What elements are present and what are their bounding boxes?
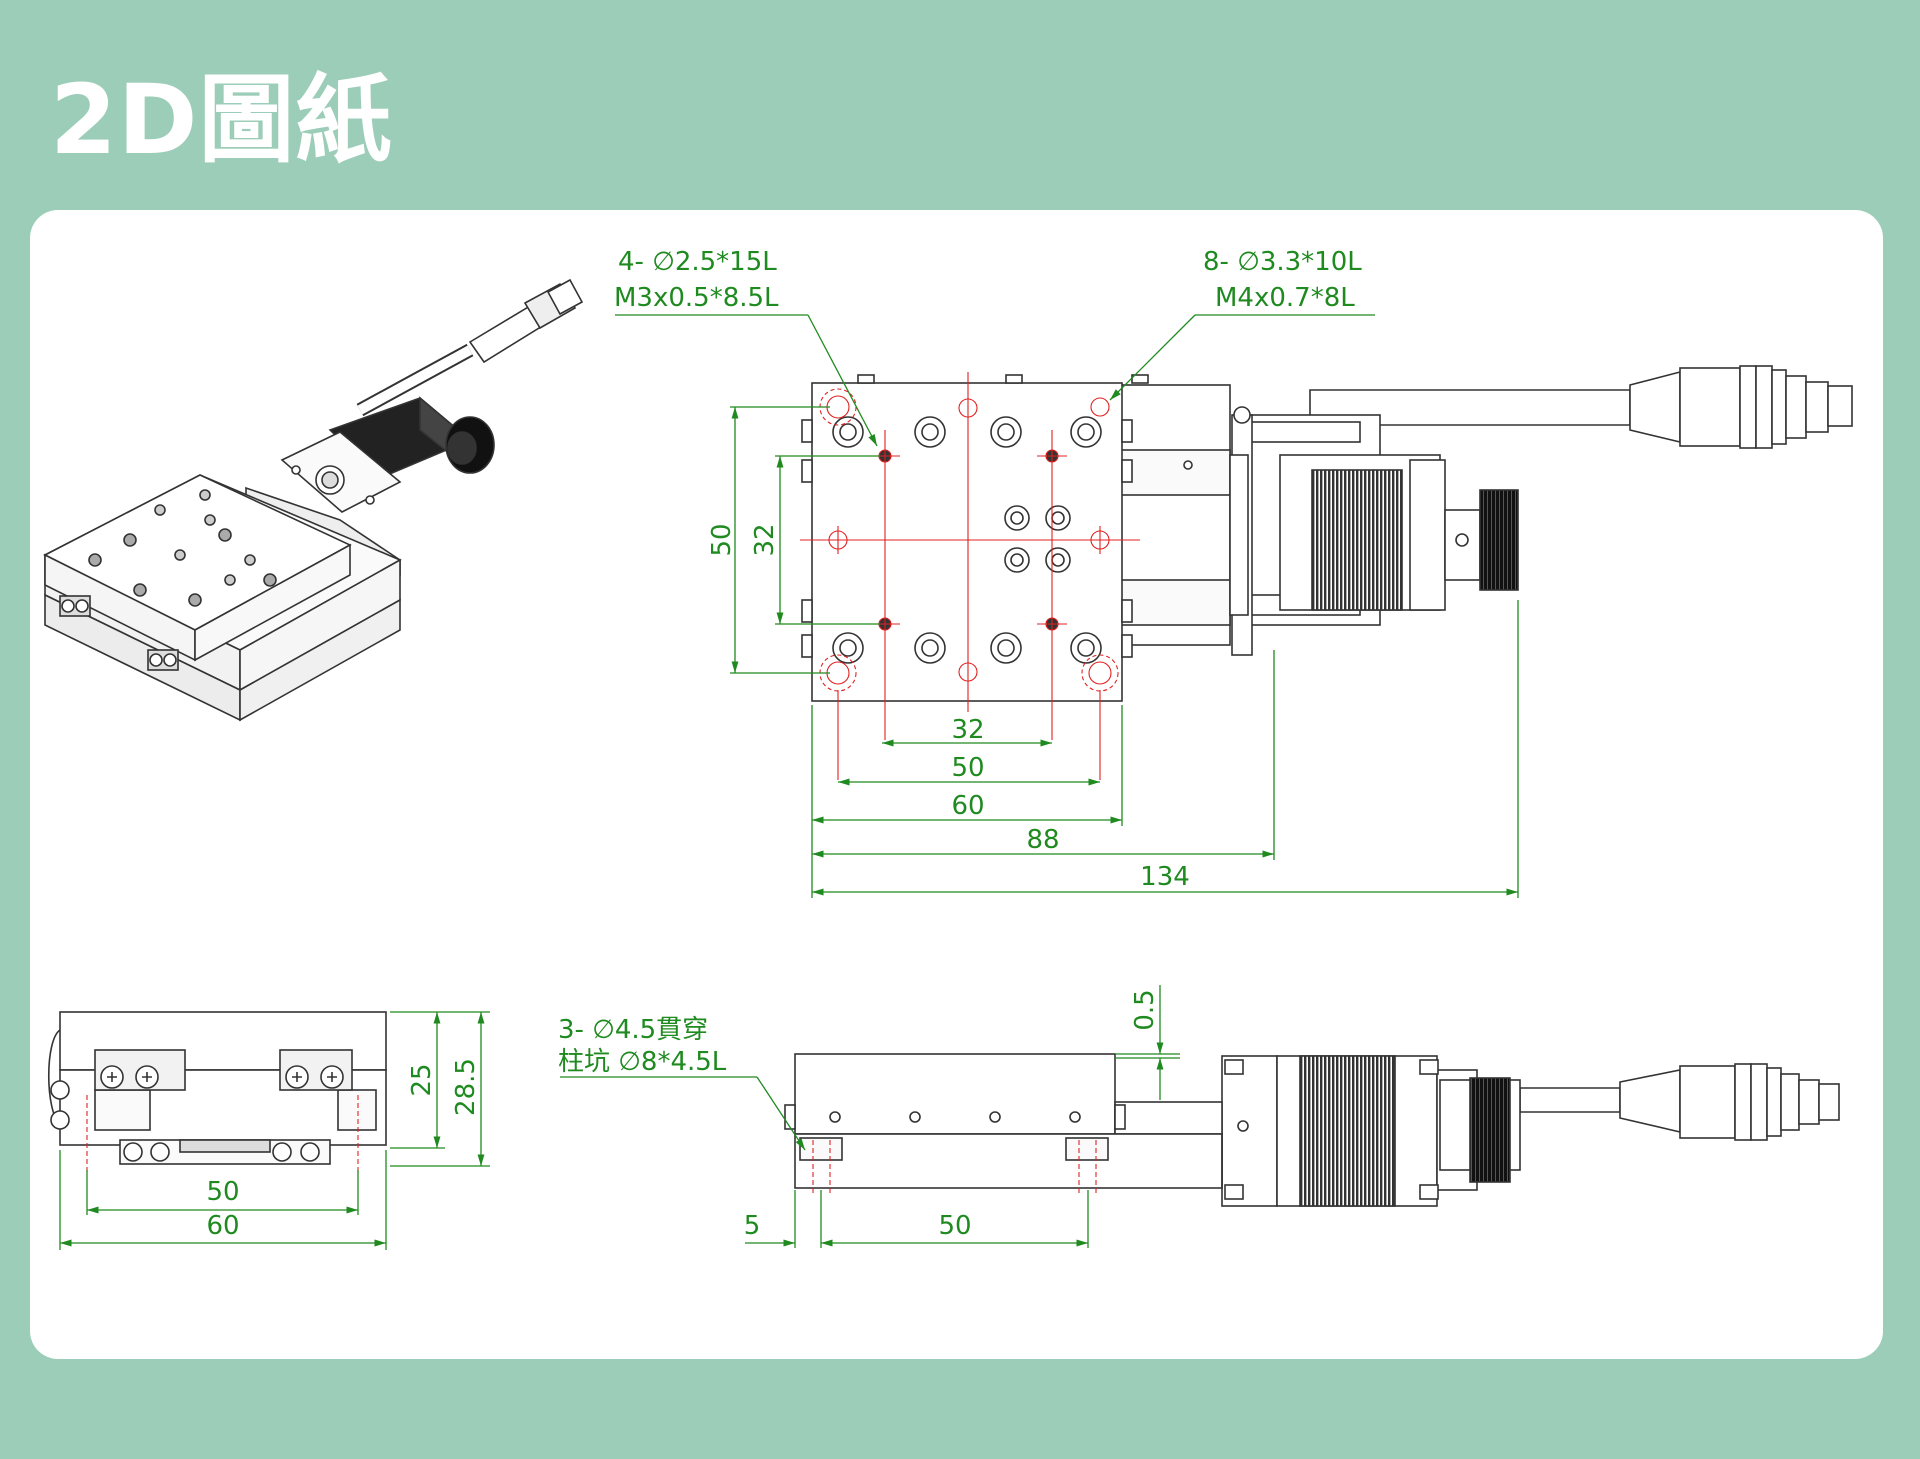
top-dim-60: 60 — [951, 791, 984, 821]
front-dim-60: 60 — [206, 1211, 239, 1241]
top-dim-32: 32 — [951, 715, 984, 745]
stage-front-icon — [48, 1011, 387, 1165]
side-view: 5 50 0.5 3- ∅4.5貫穿 柱坑 ∅8*4.5L — [558, 985, 1840, 1248]
front-dim-25: 25 — [407, 1063, 437, 1096]
side-dim-5: 5 — [744, 1211, 761, 1241]
note-left-line1: 4- ∅2.5*15L — [618, 247, 777, 277]
stage-isometric-icon — [43, 278, 584, 722]
stage-body-top-icon — [801, 374, 1249, 702]
stepper-motor-icon — [1231, 406, 1519, 656]
side-note-line1: 3- ∅4.5貫穿 — [558, 1015, 708, 1045]
front-dim-28-5: 28.5 — [451, 1058, 481, 1116]
top-dim-32-vertical: 32 — [750, 523, 780, 556]
top-dim-50-vertical: 50 — [707, 523, 737, 556]
counterbore-holes — [832, 416, 1102, 664]
page-title: 2D圖紙 — [50, 64, 393, 176]
front-view: 50 60 25 28.5 — [48, 1011, 490, 1250]
side-note-line2: 柱坑 ∅8*4.5L — [558, 1047, 727, 1077]
drawing-canvas: 32 50 60 88 134 50 32 4- ∅2.5*15L M3x0.5… — [43, 247, 1853, 1250]
side-dim-50: 50 — [938, 1211, 971, 1241]
front-dim-50: 50 — [206, 1177, 239, 1207]
note-left-line2: M3x0.5*8.5L — [614, 283, 779, 313]
note-right-line2: M4x0.7*8L — [1215, 283, 1355, 313]
cable-connector-icon — [1309, 365, 1853, 449]
top-dim-88: 88 — [1026, 825, 1059, 855]
top-view: 32 50 60 88 134 50 32 4- ∅2.5*15L M3x0.5… — [614, 247, 1853, 898]
drawing-card: 32 50 60 88 134 50 32 4- ∅2.5*15L M3x0.5… — [30, 210, 1883, 1359]
top-dim-134: 134 — [1140, 862, 1190, 892]
stage-side-icon — [784, 1053, 1840, 1207]
note-right-line1: 8- ∅3.3*10L — [1203, 247, 1362, 277]
side-dim-0-5: 0.5 — [1130, 989, 1160, 1030]
top-dim-50: 50 — [951, 753, 984, 783]
